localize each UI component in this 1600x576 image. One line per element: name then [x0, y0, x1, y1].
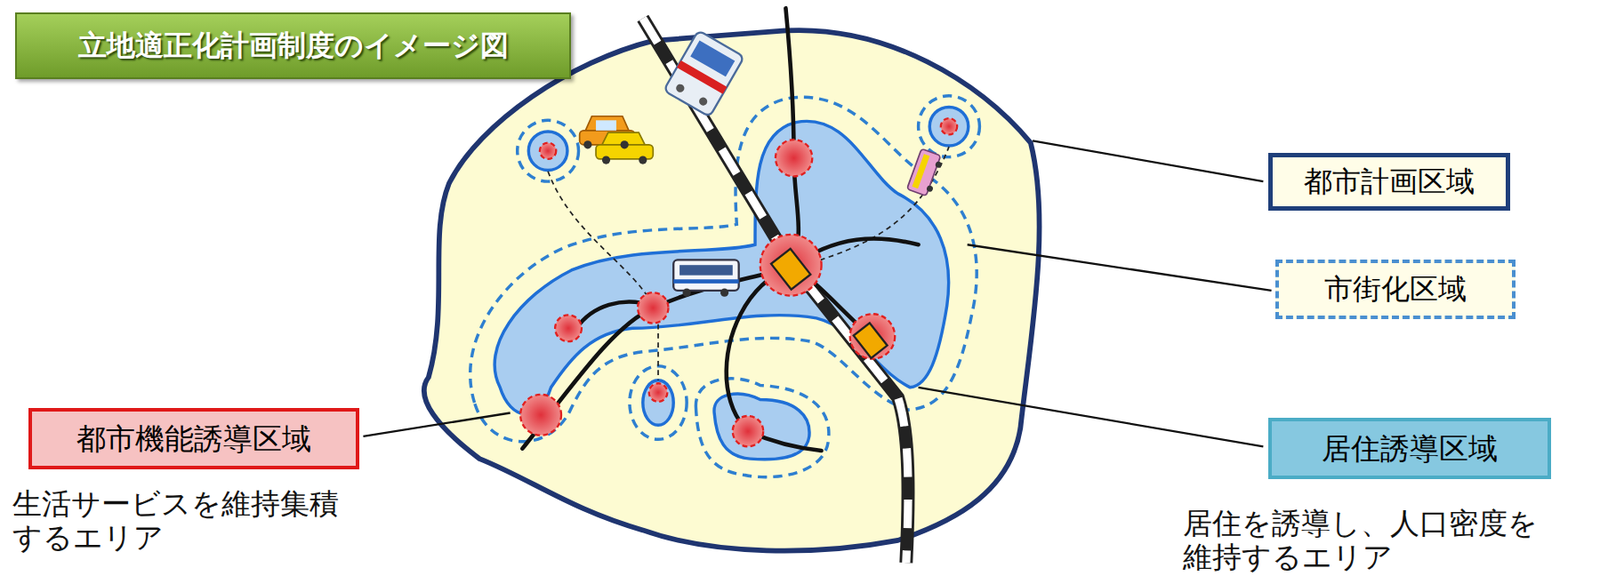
title-box: 立地適正化計画制度のイメージ図: [15, 12, 571, 80]
area-label-box: 都市機能誘導区域: [28, 408, 360, 470]
function-centre: [520, 118, 957, 447]
station: [771, 249, 888, 359]
area-label-box: 都市計画区域: [1268, 152, 1511, 211]
bus-route: [522, 8, 918, 451]
planning-area: [424, 30, 1040, 552]
bus-icon: [673, 259, 739, 297]
area-name: 居住誘導区域: [1321, 431, 1498, 467]
area-description: 生活サービスを維持集積 するエリア: [12, 487, 386, 555]
area-description: 居住を誘導し、人口密度を 維持するエリア: [1182, 506, 1584, 575]
minibus-icon: [907, 148, 945, 198]
area-label-box: 市街化区域: [1275, 259, 1516, 320]
leader-line: [362, 140, 1271, 447]
title-text: 立地適正化計画制度のイメージ図: [78, 26, 509, 66]
train-icon: [663, 30, 745, 117]
area-name: 都市計画区域: [1303, 164, 1475, 199]
area-name: 都市機能誘導区域: [76, 421, 312, 458]
area-label-box: 居住誘導区域: [1268, 418, 1552, 480]
railway: [643, 18, 909, 563]
area-name: 市街化区域: [1324, 272, 1467, 306]
car-icon: [579, 116, 654, 165]
